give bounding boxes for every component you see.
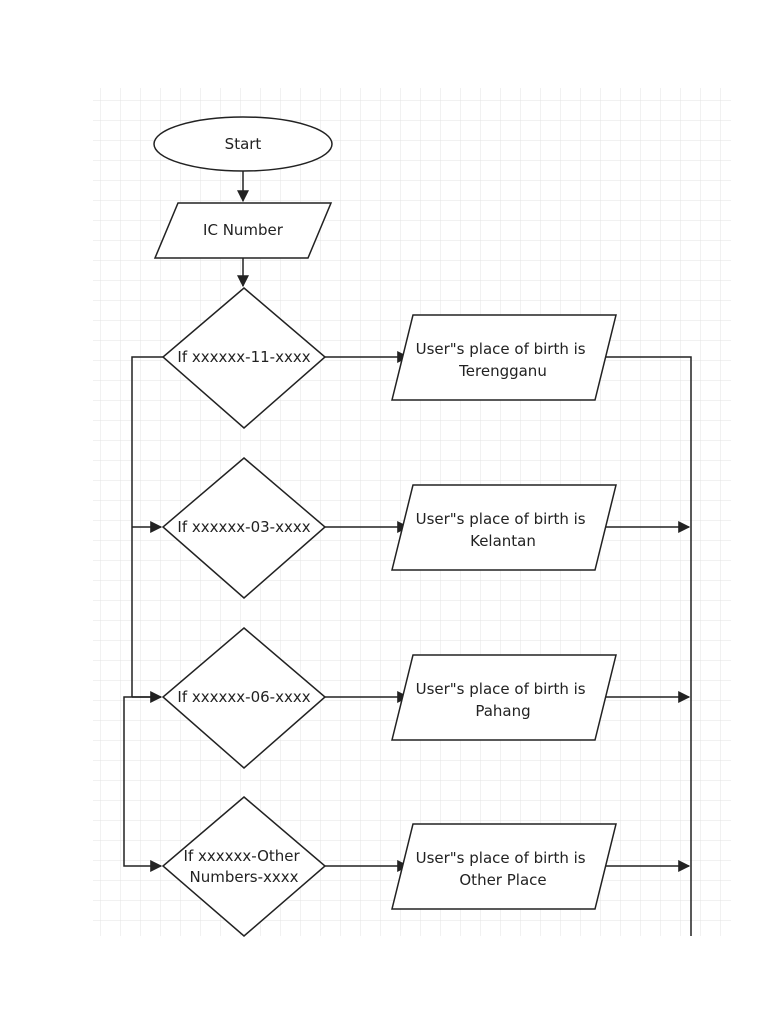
decision-label: If xxxxxx-11-xxxx	[177, 348, 310, 366]
decision-node: If xxxxxx-03-xxxx	[161, 457, 327, 599]
decision-node: If xxxxxx-11-xxxx	[161, 287, 327, 429]
connector-right-loop	[606, 356, 692, 936]
output-node: User"s place of birth is Other Place	[391, 823, 617, 910]
input-label: IC Number	[203, 221, 284, 239]
start-node: Start	[153, 116, 333, 172]
connector-left-loop	[131, 356, 163, 697]
decision-node: If xxxxxx-06-xxxx	[161, 627, 327, 769]
output-label: User"s place of birth is Terengganu	[416, 340, 591, 380]
decision-node: If xxxxxx-Other Numbers-xxxx	[161, 796, 327, 937]
decision-label: If xxxxxx-06-xxxx	[177, 688, 310, 706]
output-node: User"s place of birth is Kelantan	[391, 484, 617, 571]
output-node: User"s place of birth is Pahang	[391, 654, 617, 741]
output-label: User"s place of birth is Pahang	[416, 680, 591, 720]
output-label: User"s place of birth is Other Place	[416, 849, 591, 889]
start-label: Start	[225, 135, 262, 153]
connector-to-decision-4	[123, 696, 163, 872]
output-node: User"s place of birth is Terengganu	[391, 314, 617, 401]
decision-label: If xxxxxx-Other Numbers-xxxx	[184, 847, 305, 886]
input-node: IC Number	[153, 202, 333, 259]
output-label: User"s place of birth is Kelantan	[416, 510, 591, 550]
decision-label: If xxxxxx-03-xxxx	[177, 518, 310, 536]
